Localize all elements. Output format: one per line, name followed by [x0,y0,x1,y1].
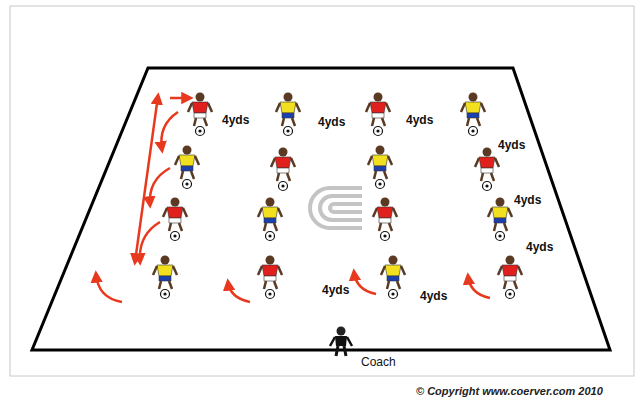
player [271,148,295,191]
player [188,93,212,136]
copyright-note: © Copyright www.coerver.com 2010 [416,384,603,398]
movement-arrows [96,96,490,302]
distance-label: 4yds [322,283,349,297]
player [488,198,512,241]
player [373,198,397,241]
player [475,148,499,191]
player [258,198,282,241]
distance-label: 4yds [318,115,345,129]
pitch-outline [32,68,610,350]
distance-label: 4yds [498,138,525,152]
player [153,256,177,299]
player [461,93,485,136]
player [258,256,282,299]
coach-label: Coach [361,355,396,369]
coerver-logo [310,188,362,228]
player [175,146,199,189]
distance-label: 4yds [526,240,553,254]
distance-label: 4yds [406,113,433,127]
player [381,256,405,299]
distance-label: 4yds [222,113,249,127]
distance-label: 4yds [514,193,541,207]
player [276,93,300,136]
player [366,93,390,136]
players [153,93,522,299]
player [498,256,522,299]
coach-figure [330,327,352,357]
player [163,198,187,241]
distance-label: 4yds [420,289,447,303]
frame [10,6,634,376]
player [368,146,392,189]
